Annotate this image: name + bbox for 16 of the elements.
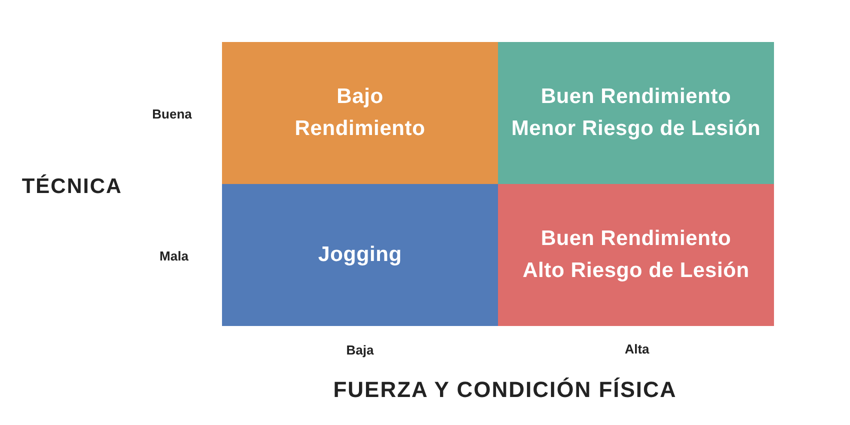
quadrant-text: Alto Riesgo de Lesión (522, 258, 750, 284)
axis-tick-label: Baja (346, 342, 374, 358)
quadrant-panel (222, 184, 498, 326)
axis-tick-label: Alta (624, 342, 650, 356)
quadrant-panel (498, 42, 774, 184)
axis-title: TÉCNICA (22, 175, 122, 199)
quadrant-text: Jogging (318, 242, 402, 268)
axis-tick-label: Mala (160, 248, 188, 264)
quadrant-text: Buen Rendimiento (540, 84, 732, 110)
quadrant-text: Bajo Rendimiento (294, 84, 426, 142)
quadrant-panel (222, 42, 498, 184)
quadrant-text: Buen Rendimiento (540, 226, 732, 252)
quadrant-panel (498, 184, 774, 326)
quadrant-text: Menor Riesgo de Lesión (511, 116, 761, 142)
axis-title: FUERZA Y CONDICIÓN FÍSICA (333, 377, 677, 403)
axis-tick-label: Buena (152, 106, 192, 122)
